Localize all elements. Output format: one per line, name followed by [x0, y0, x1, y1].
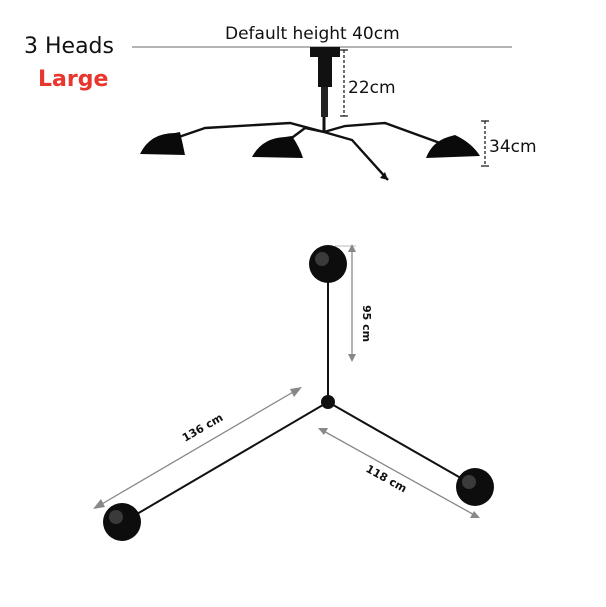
- top-arm-left: [124, 401, 329, 522]
- stem-length-label: 22cm: [348, 78, 396, 98]
- right-dimension: [319, 428, 479, 518]
- stem-lower: [321, 87, 328, 117]
- top-shade-left-highlight: [109, 510, 123, 524]
- top-shade-vertical: [309, 245, 347, 283]
- top-view: 95 cm 136 cm 118 cm: [93, 244, 494, 541]
- right-shade: [426, 135, 480, 158]
- right-arm: [323, 121, 441, 145]
- top-shade-right: [456, 468, 494, 506]
- top-shade-right-highlight: [462, 475, 476, 489]
- top-shade-left: [103, 503, 141, 541]
- ceiling-canopy: [310, 47, 340, 57]
- right-dim-arrow-start: [318, 428, 328, 435]
- top-arm-right: [327, 401, 474, 486]
- right-arm-label: 118 cm: [364, 462, 409, 495]
- left-dim-arrow-start: [93, 499, 105, 509]
- left-shade: [140, 132, 185, 155]
- diagonal-arm-tip: [380, 172, 388, 180]
- left-dim-arrow-end: [290, 387, 302, 397]
- arms: [169, 121, 441, 181]
- shade-height-label: 34cm: [489, 137, 537, 157]
- middle-shade: [252, 136, 303, 158]
- vertical-dim-arrow-bottom: [348, 354, 356, 362]
- vertical-dim-arrow-top: [348, 244, 356, 252]
- left-arm-label: 136 cm: [180, 411, 225, 445]
- center-hub: [321, 395, 335, 409]
- top-arms: [124, 282, 474, 522]
- left-dimension: [94, 387, 301, 509]
- stem-upper: [318, 57, 332, 87]
- right-dim-arrow-end: [470, 511, 480, 518]
- diagonal-arm: [323, 130, 389, 181]
- side-view: Default height 40cm 22cm 34cm: [132, 24, 537, 181]
- heads-label: 3 Heads: [24, 34, 114, 59]
- size-label: Large: [38, 67, 108, 92]
- default-height-label: Default height 40cm: [225, 24, 400, 44]
- top-shade-vertical-highlight: [315, 252, 329, 266]
- vertical-arm-label: 95 cm: [360, 305, 373, 342]
